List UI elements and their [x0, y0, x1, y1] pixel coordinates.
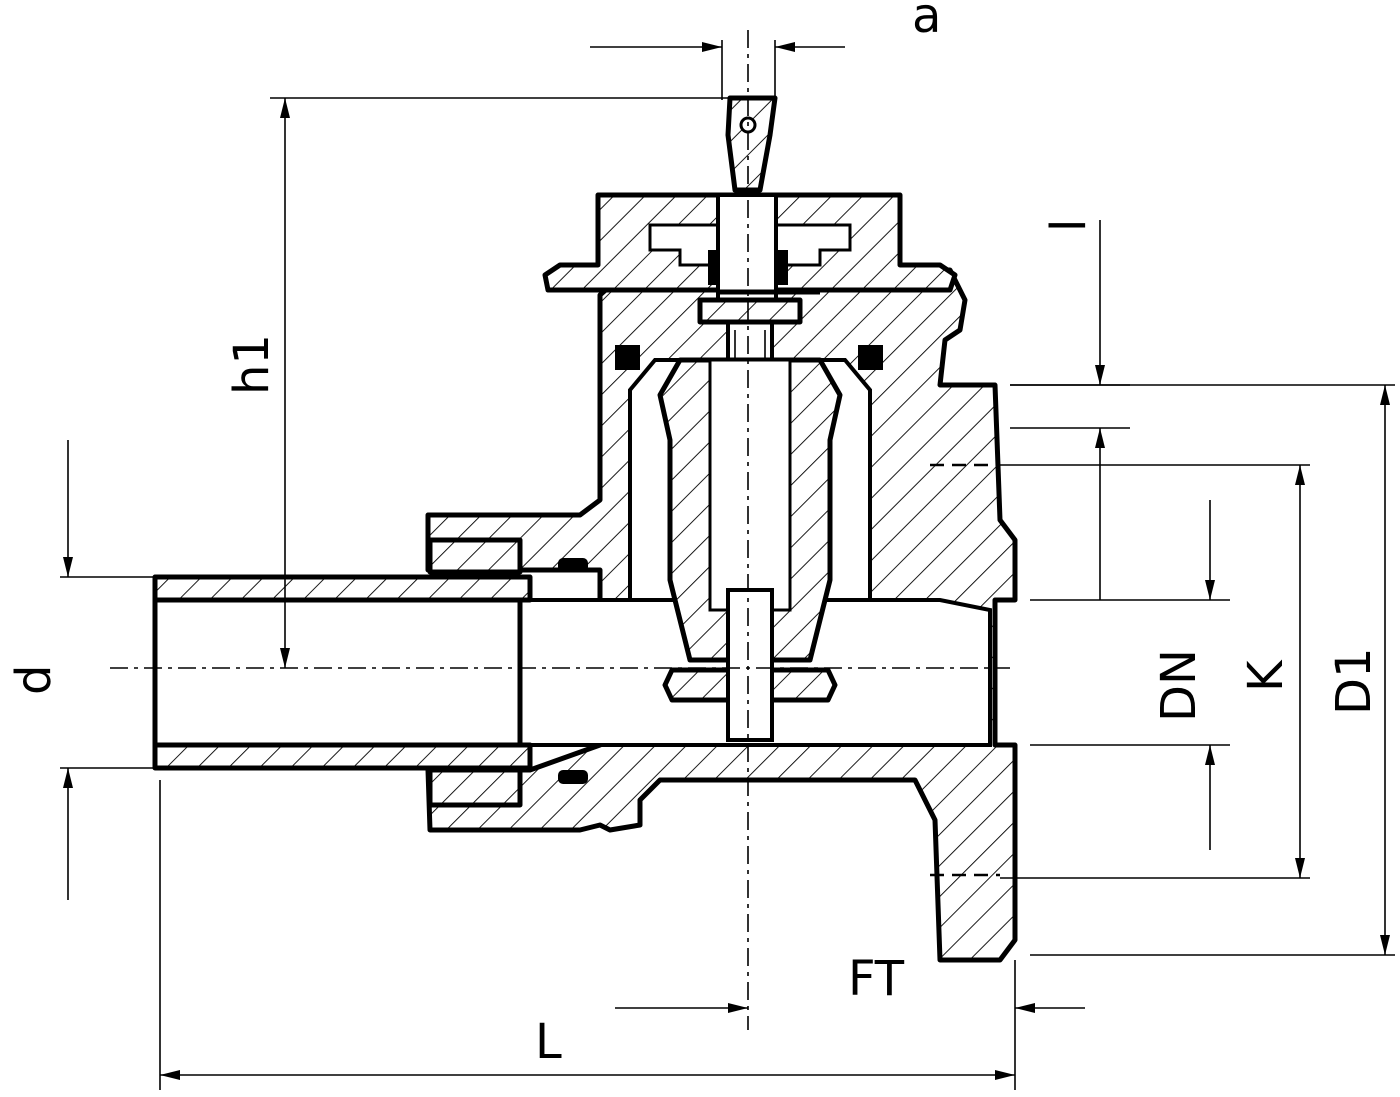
- gate-wedge: [657, 297, 843, 742]
- dimension-label-h1: h1: [224, 334, 280, 395]
- dimension-label-k: K: [1238, 659, 1294, 692]
- dimension-label-l: l: [1041, 219, 1097, 232]
- center-lines: [110, 30, 1010, 1030]
- dimension-label-a: a: [912, 0, 941, 44]
- seals: [558, 250, 883, 784]
- dimensions: [60, 40, 1395, 1090]
- dimension-label-ft: FT: [848, 951, 905, 1007]
- dimension-label-dn: DN: [1151, 649, 1207, 722]
- pipe-spigot: [152, 537, 533, 808]
- dimension-label-d1: D1: [1326, 648, 1382, 716]
- dimension-label-L: L: [535, 1014, 562, 1070]
- dimension-label-d: d: [6, 665, 62, 695]
